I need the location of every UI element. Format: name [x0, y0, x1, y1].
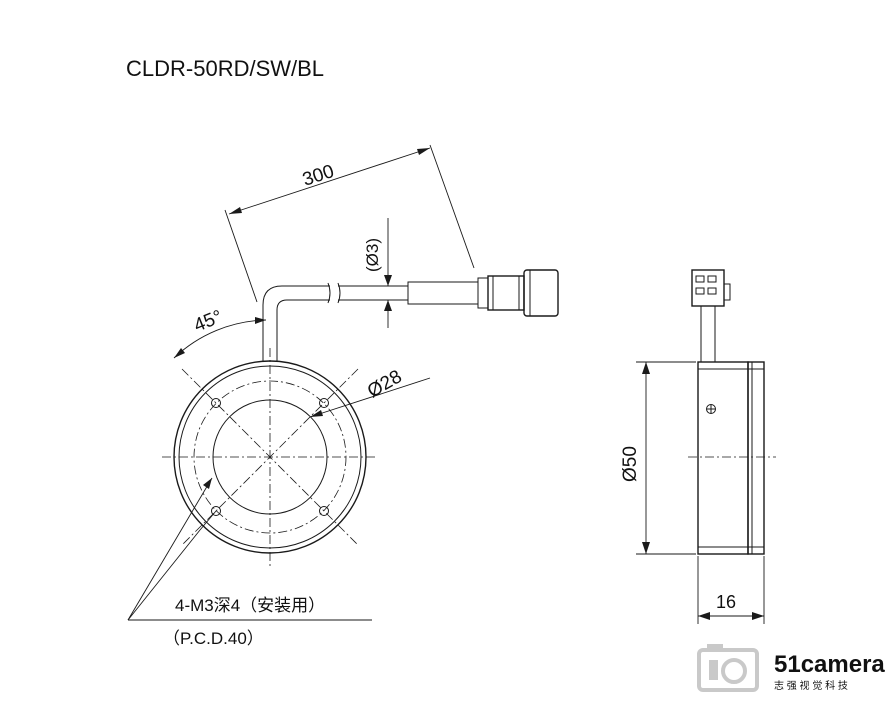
mounting-hole: [319, 398, 329, 408]
inner-diameter-label: Ø28: [364, 366, 406, 402]
camera-logo-icon: [697, 644, 759, 692]
leader-arrow: [203, 478, 212, 489]
watermark-tagline: 志 强 视 觉 科 技: [774, 679, 848, 692]
front-view: 300 (Ø3) 45° Ø28 4-M3深4（安装用） （P.C.D.40）: [127, 144, 559, 648]
leader-line: [199, 510, 217, 531]
cable-edge-inner: [276, 299, 330, 361]
dimension-arrow: [698, 612, 710, 620]
cable-strain-relief: [407, 281, 479, 305]
side-lens-rim: [747, 361, 765, 555]
side-view: Ø50 16: [620, 269, 776, 624]
drawing-title: CLDR-50RD/SW/BL: [126, 56, 324, 81]
angle-arrow: [174, 348, 185, 358]
cable-length-label: 300: [300, 161, 337, 191]
mounting-holes-note: 4-M3深4（安装用）: [175, 596, 325, 615]
cable-break-mark: [337, 282, 341, 304]
extension-line: [224, 209, 258, 303]
dimension-arrow: [384, 300, 392, 311]
outer-diameter-label: Ø50: [620, 446, 641, 482]
thickness-label: 16: [716, 592, 736, 612]
side-connector: [691, 269, 731, 307]
connector: [477, 269, 559, 317]
cable-angle-label: 45°: [191, 306, 226, 336]
pcd-note: （P.C.D.40）: [163, 629, 264, 648]
mounting-hole: [319, 506, 329, 516]
mounting-hole: [211, 398, 221, 408]
angle-arrow: [255, 317, 266, 324]
side-body: [697, 361, 749, 555]
watermark-brand: 51camera: [774, 651, 885, 678]
dimension-arrow: [417, 148, 430, 155]
dimension-arrow: [752, 612, 764, 620]
watermark: 51camera 志 强 视 觉 科 技: [697, 644, 885, 692]
leader-line: [127, 477, 213, 621]
screw-icon: [706, 404, 716, 414]
dimension-arrow: [229, 207, 242, 214]
dimension-arrow: [642, 542, 650, 554]
leader-line: [127, 529, 201, 621]
dimension-line-inner-diameter: [309, 377, 431, 418]
dimension-arrow: [384, 275, 392, 286]
dimension-arrow: [642, 362, 650, 374]
cable-edge-outer: [262, 285, 330, 361]
diagonal-centerline-b: [181, 368, 359, 546]
cable-break-mark: [327, 282, 331, 304]
cable-diameter-label: (Ø3): [363, 238, 382, 272]
dimension-arrow: [310, 410, 323, 417]
mounting-hole: [211, 506, 221, 516]
dimension-line-cable-length: [228, 147, 431, 215]
extension-line: [429, 144, 475, 269]
